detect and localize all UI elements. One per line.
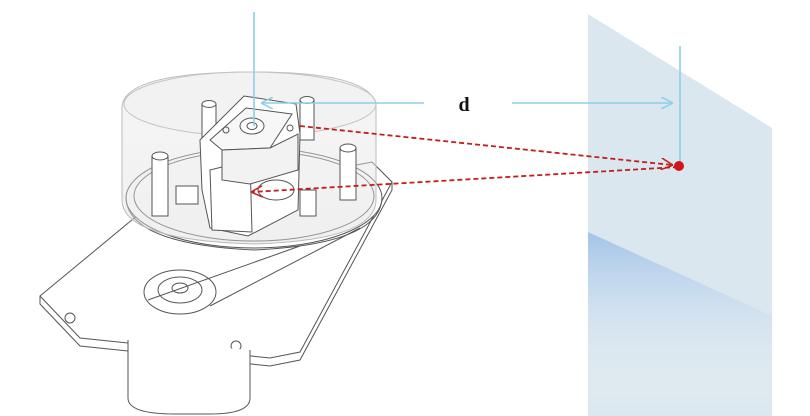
lens-emitter-inner: [246, 122, 258, 130]
lidar-device: [39, 71, 393, 415]
side-bracket: [175, 185, 199, 205]
base-plate-edge: [39, 182, 393, 367]
screw: [222, 126, 230, 134]
lens-emitter: [239, 117, 265, 135]
distance-label: d: [458, 94, 469, 116]
support-post: [151, 155, 169, 217]
target-wall: [588, 14, 772, 416]
pulley-inner: [157, 276, 203, 304]
sensor-mid-block: [221, 133, 299, 185]
support-post-top: [201, 100, 217, 108]
drive-belt: [147, 227, 361, 307]
wall-shadow: [588, 232, 772, 416]
support-post-top: [339, 143, 357, 153]
laser-spot: [674, 161, 684, 171]
motor-body: [127, 340, 251, 415]
mounting-hole: [64, 312, 76, 324]
side-bracket: [299, 189, 317, 217]
pulley: [143, 269, 217, 315]
emitted-laser-ray: [299, 125, 672, 165]
pulley-hub: [171, 282, 189, 294]
reflected-laser-ray: [252, 166, 679, 192]
laser-rays: [252, 125, 679, 192]
support-post: [339, 147, 357, 201]
distance-dimension: [253, 12, 681, 166]
screw: [286, 124, 294, 132]
support-post: [299, 99, 315, 141]
support-post-top: [151, 151, 169, 161]
